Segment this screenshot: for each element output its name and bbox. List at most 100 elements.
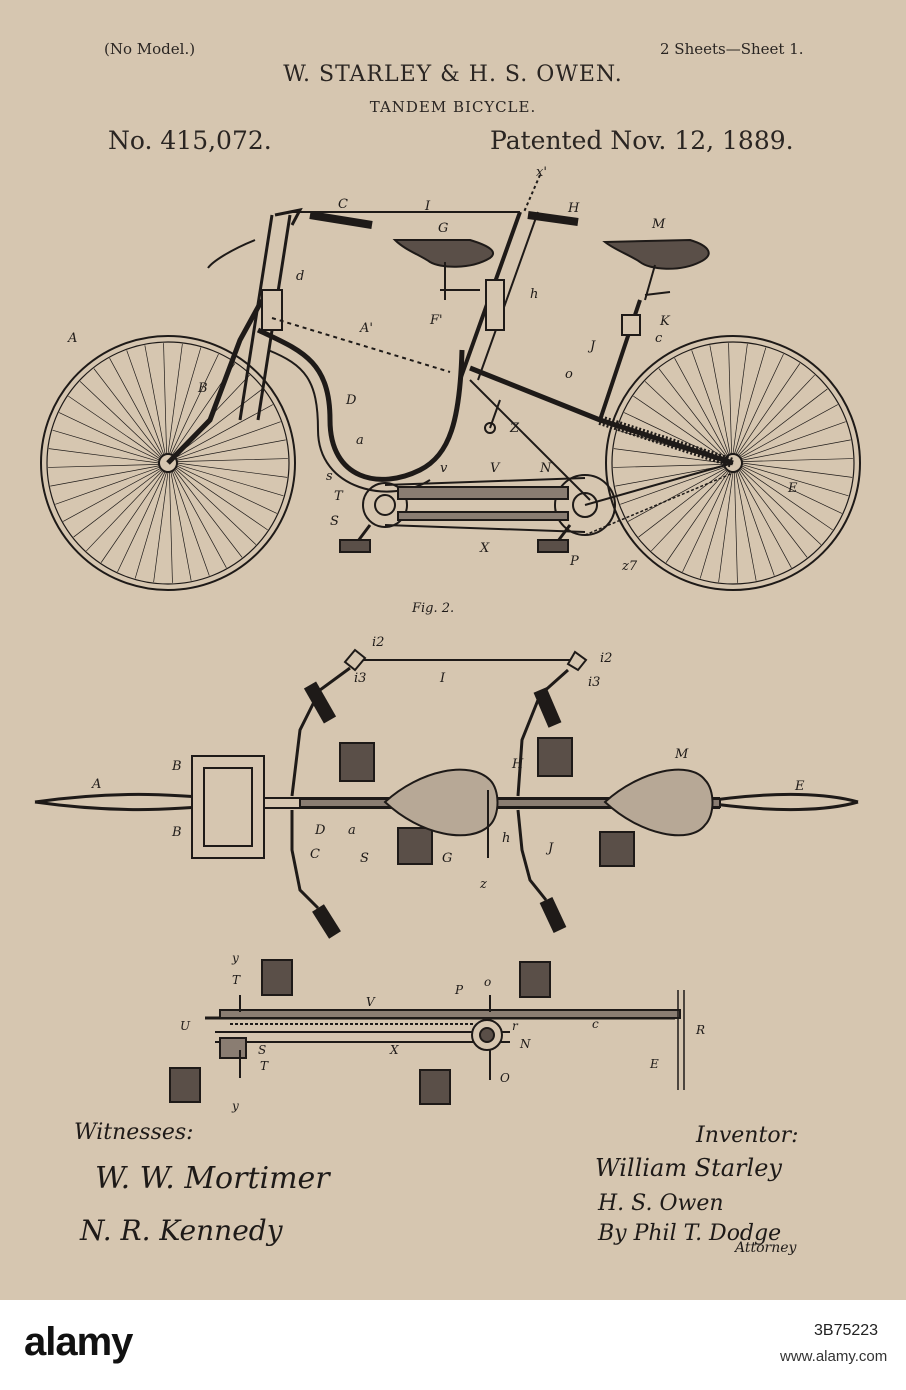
label-J-fig2: J: [545, 841, 554, 856]
label-i3-b: i3: [588, 675, 600, 690]
spoke: [173, 470, 226, 568]
spoke: [154, 472, 168, 582]
witness-2-signature: N. R. Kennedy: [79, 1214, 284, 1247]
fig2-label: Fig. 2.: [411, 601, 454, 616]
label-M-fig2: M: [674, 747, 689, 762]
label-H-fig2: H: [511, 757, 524, 772]
label-U-detail: U: [180, 1019, 191, 1033]
label-P-detail: P: [454, 983, 464, 997]
spoke: [615, 466, 724, 486]
grip-rear-upper: [540, 690, 555, 725]
label-h-fig2: h: [502, 831, 510, 846]
label-X-detail: X: [389, 1043, 399, 1057]
label-c-detail: c: [592, 1017, 599, 1031]
label-T: T: [334, 489, 344, 504]
spoke: [177, 440, 286, 460]
label-s: s: [326, 469, 333, 484]
label-y-bottom: y: [231, 1099, 239, 1113]
label-v: v: [440, 461, 448, 476]
spoke: [50, 466, 159, 486]
front-fork-box: [192, 756, 264, 858]
label-T-detail2: T: [260, 1059, 269, 1073]
spoke: [710, 345, 730, 454]
spoke: [742, 440, 851, 460]
label-S-fig2: S: [360, 851, 369, 866]
rear-saddle: [605, 240, 709, 269]
spoke: [86, 470, 162, 551]
patent-sheet: (No Model.) 2 Sheets—Sheet 1. W. STARLEY…: [0, 0, 906, 1300]
label-J: J: [587, 339, 596, 354]
label-z7: z7: [621, 559, 638, 574]
spoke: [127, 350, 164, 455]
footer-url[interactable]: www.alamy.com: [780, 1348, 887, 1365]
label-y-top: y: [231, 951, 239, 965]
label-C-fig2: C: [310, 847, 320, 862]
spoke: [742, 459, 853, 462]
label-E-fig2: E: [794, 779, 805, 794]
spoke: [729, 343, 732, 454]
spoke: [49, 449, 159, 463]
label-C: C: [338, 197, 348, 212]
grip-rear-lower: [546, 900, 560, 930]
spoke: [110, 358, 163, 456]
label-E: E: [787, 481, 798, 496]
rear-saddle-plan: [605, 770, 713, 836]
spoke: [168, 344, 182, 454]
label-E-detail: E: [649, 1057, 659, 1071]
grip-front-upper: [310, 685, 330, 720]
label-G: G: [438, 221, 448, 236]
label-x-prime: x': [536, 165, 547, 180]
label-P: P: [569, 554, 579, 569]
spoke: [171, 472, 191, 581]
spoke: [675, 358, 728, 456]
label-A-fig2: A: [91, 777, 101, 792]
label-D-fig2: D: [314, 823, 326, 838]
spoke: [48, 464, 159, 467]
spoke: [177, 463, 287, 477]
label-M: M: [651, 217, 666, 232]
spoke: [733, 344, 747, 454]
label-T-detail: T: [232, 973, 241, 987]
label-o: o: [565, 367, 573, 382]
spoke: [736, 472, 756, 581]
label-A: A: [67, 331, 77, 346]
spoke: [740, 468, 821, 544]
label-A-prime: A': [359, 321, 373, 336]
spoke: [738, 375, 814, 456]
label-N: N: [539, 461, 552, 476]
label-B-fig2b: B: [171, 825, 182, 840]
spoke: [620, 467, 725, 504]
front-saddle-plan: [385, 770, 498, 836]
label-O-detail: O: [500, 1071, 510, 1085]
spoke: [80, 381, 161, 457]
label-G-fig2: G: [442, 851, 452, 866]
figure-2-plan-view: Fig. 2.: [0, 590, 906, 960]
spoke: [737, 471, 774, 576]
label-i2-a: i2: [372, 635, 384, 650]
spoke: [628, 468, 726, 521]
label-N-detail: N: [519, 1037, 531, 1051]
label-X: X: [479, 541, 490, 556]
spoke: [740, 405, 838, 458]
label-i3-a: i3: [354, 671, 366, 686]
inventor-2-signature: H. S. Owen: [597, 1191, 724, 1216]
label-i2-b: i2: [600, 651, 612, 666]
spoke: [63, 468, 161, 521]
label-B-fig2a: B: [171, 759, 182, 774]
witness-1-signature: W. W. Mortimer: [95, 1161, 331, 1196]
spoke: [177, 459, 288, 462]
label-V: V: [490, 461, 501, 476]
spoke: [692, 350, 729, 455]
spoke: [172, 471, 209, 576]
stock-footer: alamy 3B75223 www.alamy.com: [0, 1300, 906, 1390]
label-d: d: [296, 269, 304, 284]
figure-3-drive-detail: y T V P o r c R U X N O S T y E: [0, 950, 906, 1120]
label-F-prime: F': [429, 313, 443, 328]
label-o-detail: o: [484, 975, 491, 989]
spoke: [734, 472, 737, 583]
inventor-1-signature: William Starley: [595, 1154, 782, 1182]
label-r-detail: r: [512, 1019, 519, 1033]
label-c: c: [655, 331, 663, 346]
grip-front-lower: [318, 908, 335, 935]
spoke: [613, 464, 724, 467]
